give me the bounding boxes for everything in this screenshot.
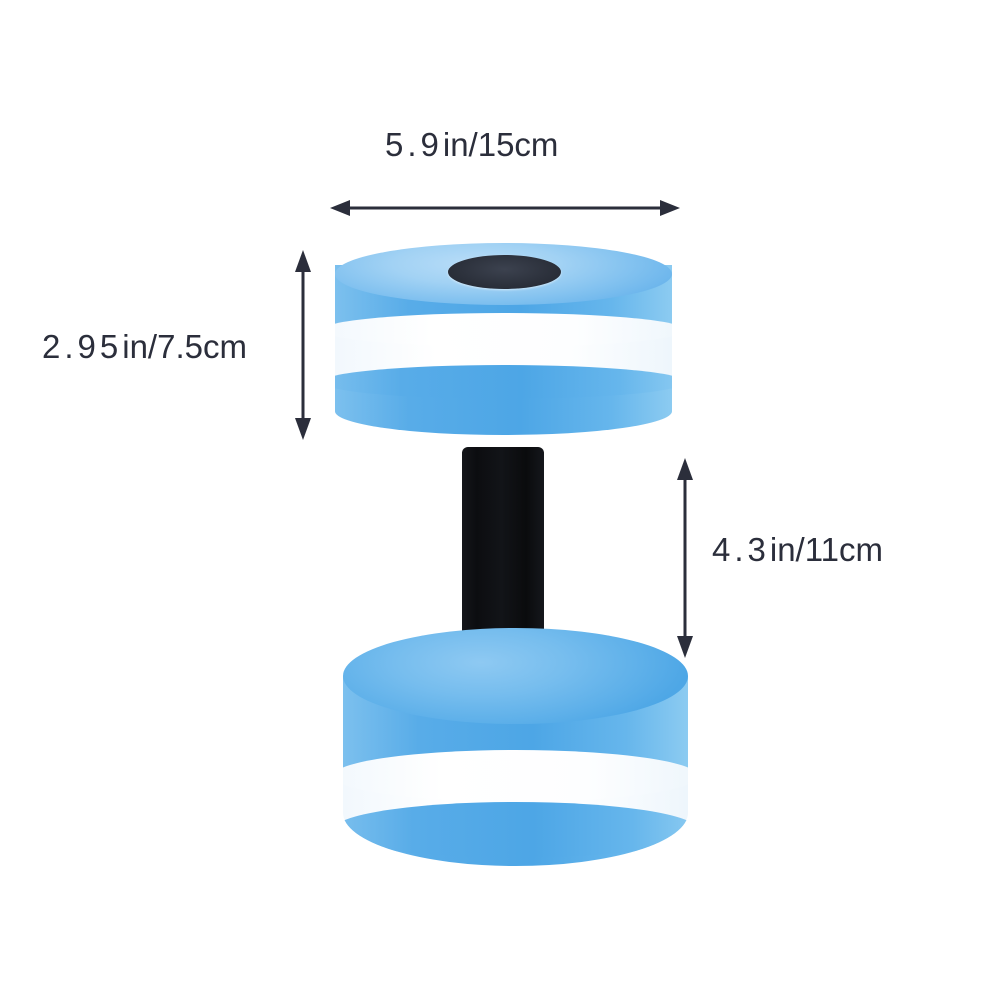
width-dimension-value: 5.9: [385, 126, 443, 163]
bore-hole-icon: [448, 255, 561, 289]
bottom-float: [343, 628, 688, 868]
bottom-float-body: [343, 676, 688, 866]
width-dimension-arrow: [330, 200, 680, 216]
height-dimension-value: 2.95: [42, 328, 123, 365]
bottom-float-stripe-arc-upper: [343, 750, 688, 802]
width-dimension-label: 5.9in/15cm: [385, 128, 558, 161]
width-dimension-unit: in/15cm: [442, 126, 559, 163]
bottom-float-top-face: [343, 628, 688, 724]
handle-dimension-value: 4.3: [712, 531, 770, 568]
handle-dimension-arrow: [677, 458, 693, 658]
height-dimension-unit: in/7.5cm: [122, 328, 247, 365]
handle-dimension-label: 4.3in/11cm: [712, 533, 883, 566]
handle-dimension-unit: in/11cm: [769, 531, 883, 568]
height-dimension-label: 2.95in/7.5cm: [42, 330, 247, 363]
top-float-stripe-arc-lower: [335, 365, 672, 399]
height-dimension-arrow: [295, 250, 311, 440]
top-float: [335, 243, 672, 458]
top-float-stripe-arc-upper: [335, 313, 672, 347]
bottom-float-stripe-arc-lower: [343, 802, 688, 858]
